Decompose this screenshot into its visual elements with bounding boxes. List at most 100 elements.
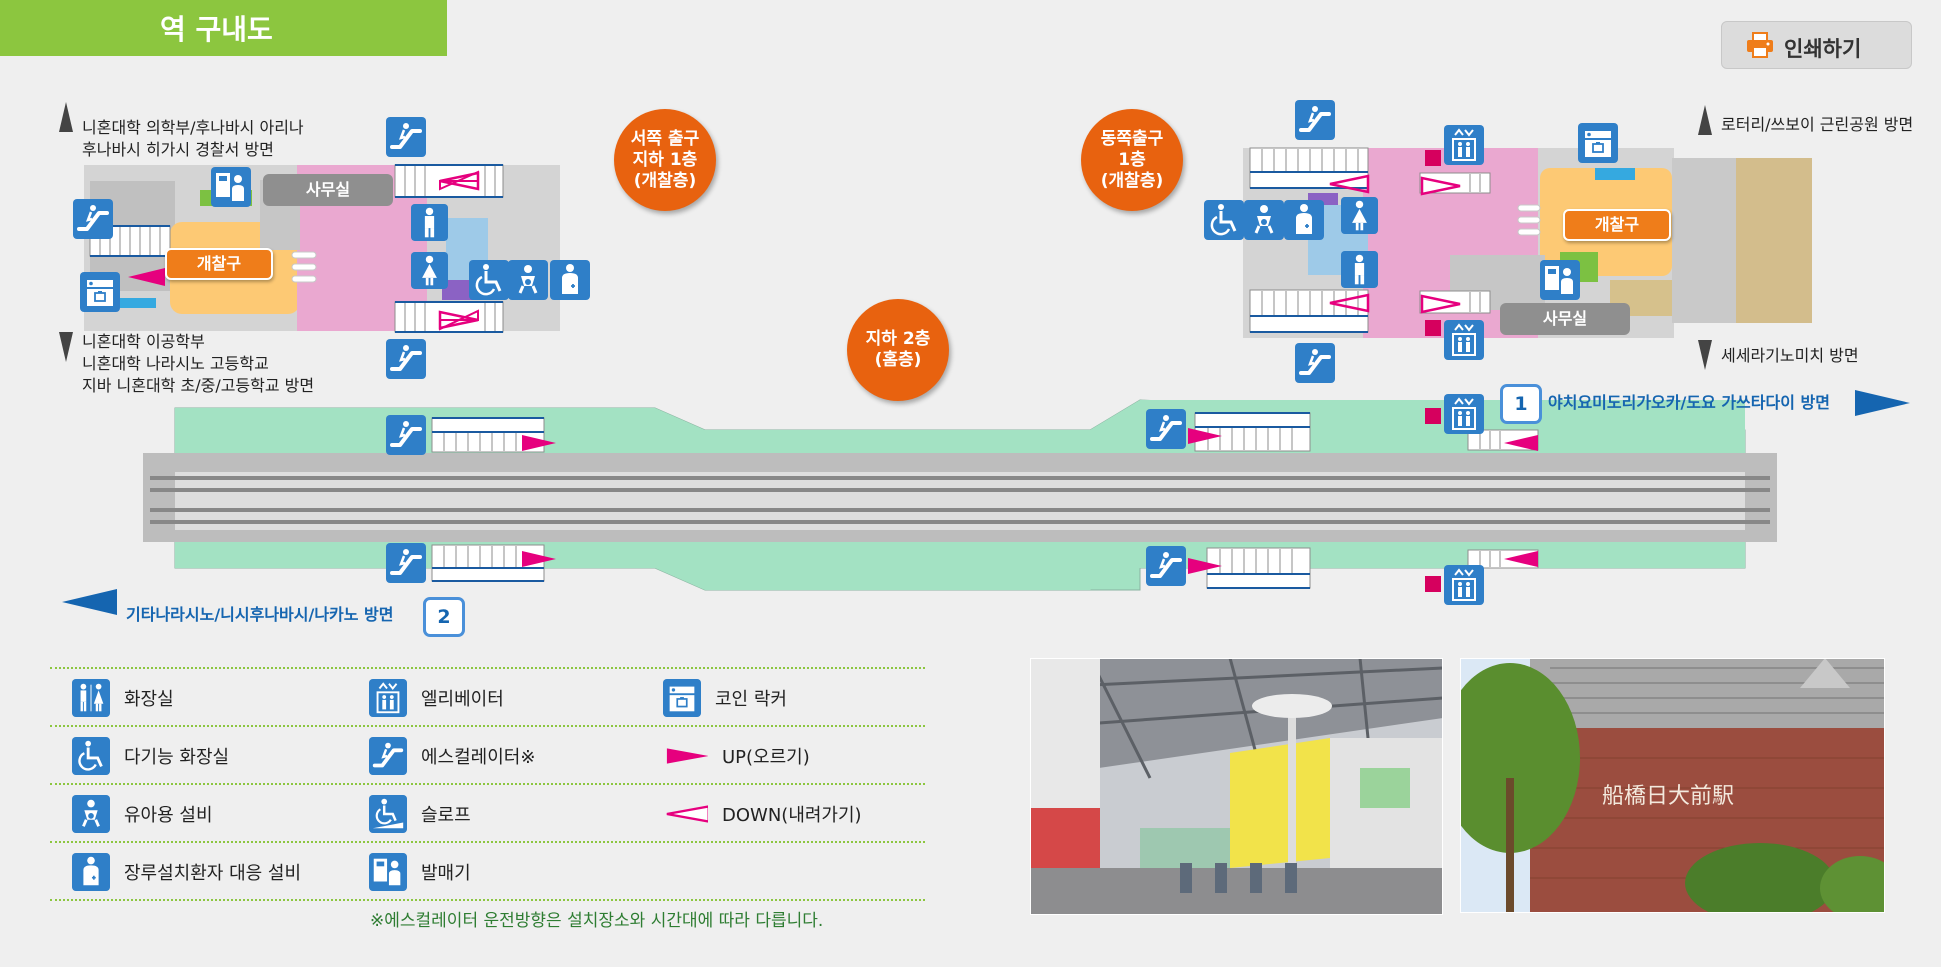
sw-direction-line3: 지바 니혼대학 초/중/고등학교 방면	[82, 376, 315, 395]
ostomy-icon	[1284, 200, 1324, 240]
legend-label: 에스컬레이터※	[421, 747, 536, 768]
west-exit-level-text: 서쪽 출구 지하 1층 (개찰층)	[630, 128, 700, 191]
ostomy-icon	[550, 260, 590, 300]
legend-item-elevator: 엘리베이터	[369, 679, 504, 717]
station-sign-text: 船橋日大前駅	[1602, 784, 1734, 809]
escalator-icon	[73, 199, 113, 239]
down-arrow-icon	[666, 805, 708, 823]
toilet-women-icon	[1341, 197, 1378, 234]
legend-label: 슬로프	[421, 805, 471, 826]
legend-item-accessible-toilet: 다기능 화장실	[72, 737, 229, 775]
direction-arrow-east	[1855, 390, 1910, 416]
sw-direction-line2: 니혼대학 나라시노 고등학교	[82, 354, 269, 373]
east-office-label: 사무실	[1500, 303, 1630, 335]
escalator-icon	[386, 117, 426, 157]
legend-row-1: 화장실 엘리베이터 코인 락커	[50, 669, 925, 727]
coin-locker-icon	[663, 679, 701, 717]
coin-locker-icon	[1578, 123, 1618, 163]
escalator-icon	[1295, 343, 1335, 383]
toilet-men-icon	[411, 204, 448, 241]
coin-locker-icon	[80, 272, 120, 312]
legend-label: 유아용 설비	[124, 805, 213, 826]
accessible-toilet-icon	[469, 260, 509, 300]
elevator-icon	[369, 679, 407, 717]
legend-item-coin-locker: 코인 락커	[663, 679, 787, 717]
nw-direction-line2: 후나바시 히가시 경찰서 방면	[82, 140, 274, 159]
legend-item-toilet: 화장실	[72, 679, 174, 717]
baby-care-icon	[1244, 200, 1284, 240]
elevator-icon	[1444, 320, 1484, 360]
platform-2-badge: 2	[423, 597, 465, 637]
direction-arrow-west	[62, 589, 117, 615]
toilet-icon	[72, 679, 110, 717]
exterior-photo-illustration: 船橋日大前駅	[1460, 658, 1885, 913]
slope-icon	[369, 795, 407, 833]
print-button-label: 인쇄하기	[1784, 37, 1862, 61]
platform-level-badge: 지하 2층 (홈층)	[847, 299, 949, 401]
ne-direction: 로터리/쓰보이 근린공원 방면	[1721, 115, 1914, 134]
legend-label: 발매기	[421, 863, 471, 884]
legend-row-4: 장루설치환자 대응 설비 발매기	[50, 843, 925, 901]
baby-care-icon	[508, 260, 548, 300]
print-button[interactable]: 인쇄하기	[1721, 21, 1912, 69]
legend-item-slope: 슬로프	[369, 795, 471, 833]
east-gate-label: 개찰구	[1563, 209, 1671, 241]
elevator-icon	[1444, 125, 1484, 165]
page-title: 역 구내도	[160, 13, 273, 46]
legend-label: 엘리베이터	[421, 689, 504, 710]
legend-label: 장루설치환자 대응 설비	[124, 863, 302, 884]
legend-label: DOWN(내려가기)	[722, 805, 862, 826]
platform-level	[143, 399, 1777, 592]
ticket-machine-icon	[211, 167, 251, 207]
legend-item-ticket-machine: 발매기	[369, 853, 471, 891]
south-arrow-west	[59, 332, 73, 362]
south-arrow-east	[1698, 340, 1712, 370]
nw-direction-line1: 니혼대학 의학부/후나바시 아리나	[82, 118, 304, 137]
accessible-toilet-icon	[1204, 200, 1244, 240]
west-office-label: 사무실	[263, 174, 393, 206]
page-title-bar: 역 구내도	[0, 0, 447, 56]
west-gate-label: 개찰구	[165, 248, 273, 280]
legend-item-down: DOWN(내려가기)	[660, 795, 862, 833]
accessible-toilet-icon	[72, 737, 110, 775]
escalator-icon	[1295, 100, 1335, 140]
east-exit-level-badge: 동쪽출구 1층 (개찰층)	[1081, 109, 1183, 211]
legend-item-baby-care: 유아용 설비	[72, 795, 213, 833]
platform-1-badge: 1	[1500, 384, 1542, 424]
legend-row-2: 다기능 화장실 에스컬레이터※ UP(오르기)	[50, 727, 925, 785]
escalator-icon	[386, 339, 426, 379]
escalator-note: ※에스컬레이터 운전방향은 설치장소와 시간대에 따라 다릅니다.	[370, 911, 824, 931]
ticket-machine-icon	[369, 853, 407, 891]
north-arrow-west	[59, 102, 73, 132]
escalator-icon	[386, 543, 426, 583]
photo-concourse	[1030, 658, 1443, 915]
ticket-machine-icon	[1540, 260, 1580, 300]
se-direction: 세세라기노미치 방면	[1721, 346, 1859, 365]
elevator-icon	[1444, 565, 1484, 605]
legend-label: 화장실	[124, 689, 174, 710]
ostomy-icon	[72, 853, 110, 891]
platform-level-text: 지하 2층 (홈층)	[865, 329, 931, 370]
legend-label: 코인 락커	[715, 689, 787, 710]
north-arrow-east	[1698, 105, 1712, 135]
legend-top-rule	[50, 667, 925, 669]
up-arrow-icon	[666, 748, 708, 764]
legend-row-3: 유아용 설비 슬로프 DOWN(내려가기)	[50, 785, 925, 843]
baby-care-icon	[72, 795, 110, 833]
escalator-icon	[1146, 546, 1186, 586]
sw-direction-line1: 니혼대학 이공학부	[82, 332, 205, 351]
platform-2-direction: 기타나라시노/니시후나바시/나카노 방면	[126, 605, 394, 624]
legend-item-escalator: 에스컬레이터※	[369, 737, 535, 775]
escalator-icon	[1146, 409, 1186, 449]
toilet-men-icon	[1341, 251, 1378, 288]
toilet-women-icon	[411, 252, 448, 289]
escalator-icon	[369, 737, 407, 775]
platform-1-direction: 야치요미도리가오카/도요 가쓰타다이 방면	[1548, 393, 1830, 412]
elevator-icon	[1444, 394, 1484, 434]
escalator-icon	[386, 415, 426, 455]
west-exit-level-badge: 서쪽 출구 지하 1층 (개찰층)	[614, 109, 716, 211]
legend-item-ostomy: 장루설치환자 대응 설비	[72, 853, 301, 891]
legend-label: UP(오르기)	[722, 747, 810, 768]
east-exit-level-text: 동쪽출구 1층 (개찰층)	[1100, 128, 1164, 191]
